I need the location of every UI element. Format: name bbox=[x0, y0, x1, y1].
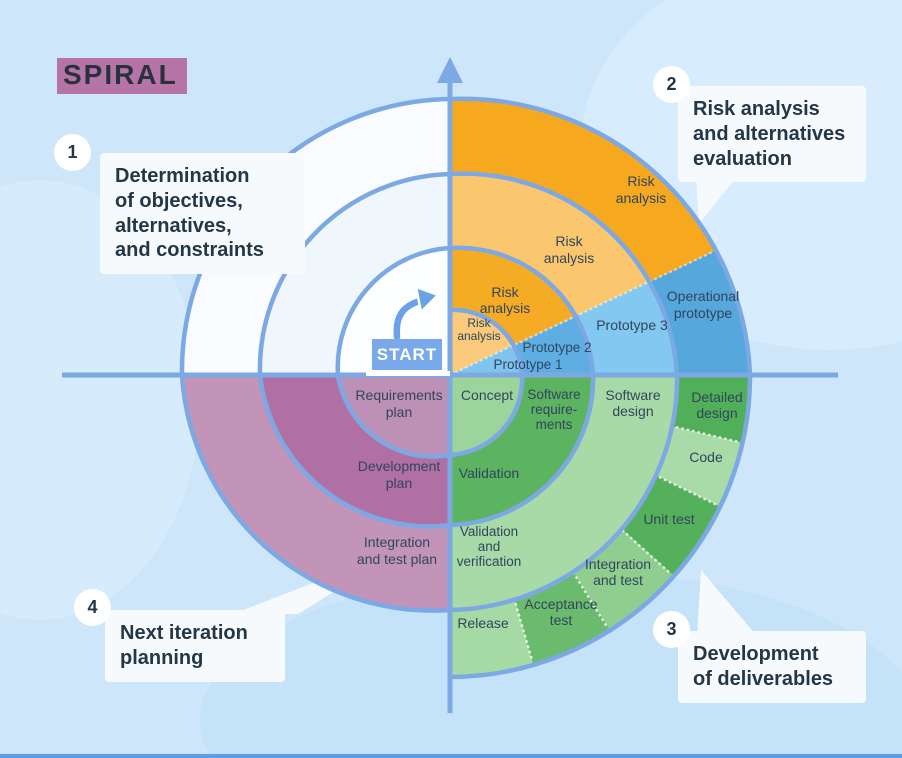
label-prototype-3: Prototype 3 bbox=[596, 317, 668, 333]
start-label: START bbox=[372, 339, 446, 370]
callout-2-number: 2 bbox=[653, 66, 690, 103]
label-validation: Validation bbox=[459, 465, 519, 481]
ring-planning-1 bbox=[338, 375, 450, 457]
label-release: Release bbox=[457, 615, 509, 631]
quadrant-planning bbox=[182, 375, 450, 611]
page-title: SPIRAL bbox=[57, 58, 187, 94]
start-arrow-icon bbox=[390, 285, 441, 344]
ring-development-1 bbox=[450, 375, 523, 455]
spiral-arcs bbox=[179, 96, 753, 680]
vertical-axis-arrowhead-icon bbox=[437, 57, 463, 83]
background-blob bbox=[0, 180, 200, 620]
callout-1-number: 1 bbox=[54, 134, 91, 171]
callout-4-number: 4 bbox=[74, 589, 111, 626]
label-prototype-2: Prototype 2 bbox=[522, 340, 591, 355]
bottom-accent-bar bbox=[0, 754, 902, 758]
label-code: Code bbox=[689, 449, 723, 465]
callout-3-number: 3 bbox=[653, 611, 690, 648]
label-prototype-1: Prototype 1 bbox=[493, 357, 562, 372]
axes bbox=[62, 80, 838, 713]
label-unit-test: Unit test bbox=[643, 511, 694, 527]
label-concept: Concept bbox=[461, 387, 513, 403]
risk-prototype-jagged-boundary bbox=[449, 248, 720, 376]
callout-3-pointer bbox=[697, 570, 757, 636]
start-underline bbox=[366, 371, 450, 376]
